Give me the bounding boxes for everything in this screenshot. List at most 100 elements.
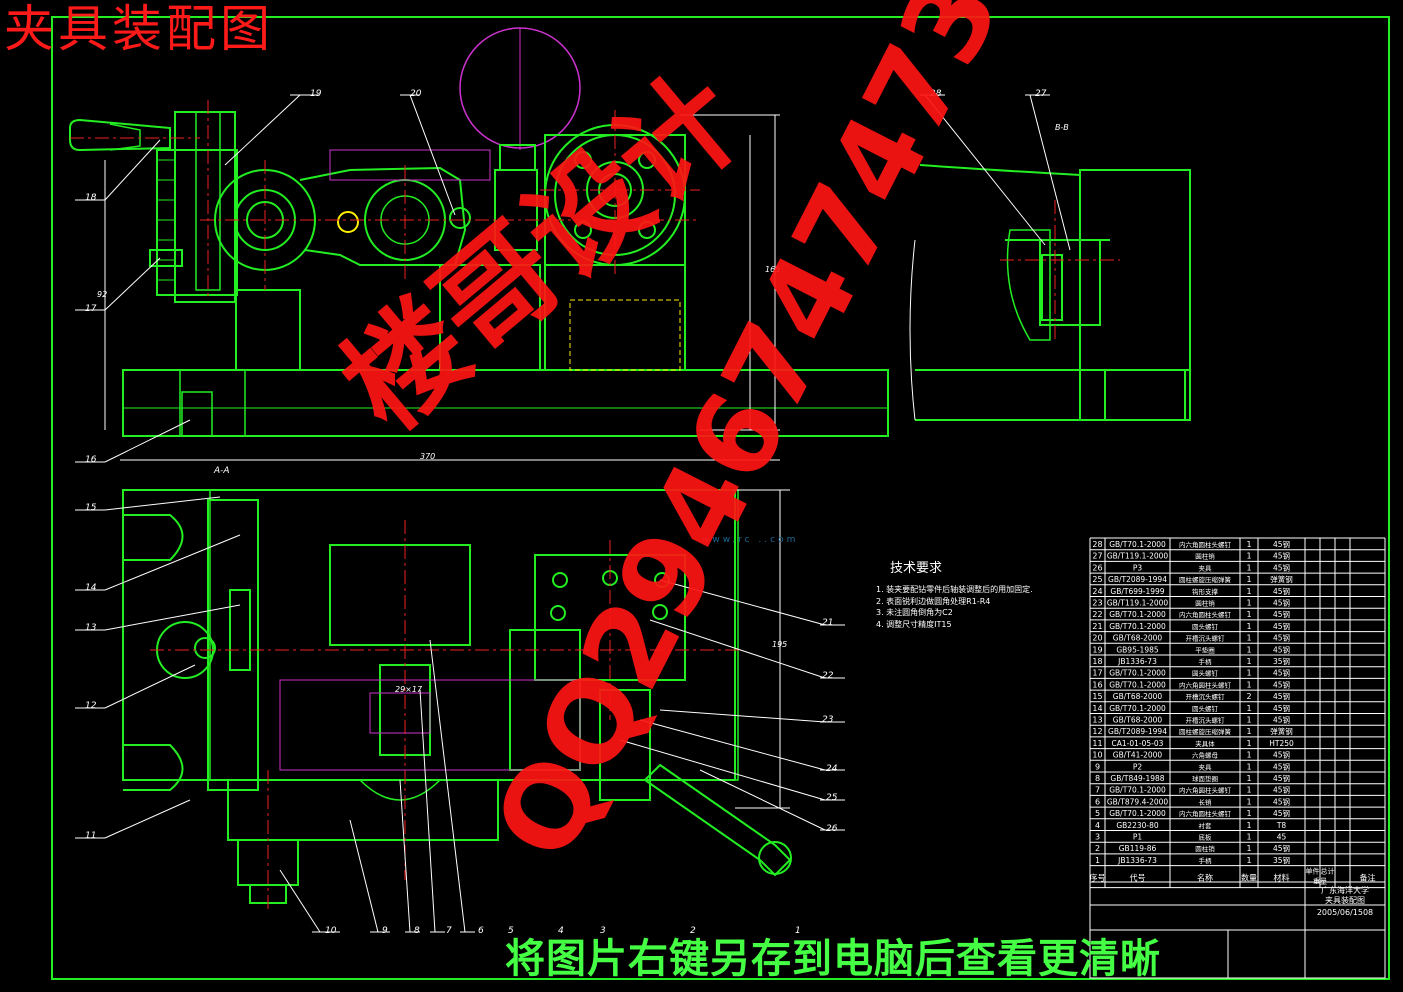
bom-no: 22: [1092, 610, 1102, 619]
bom-no: 23: [1092, 599, 1102, 608]
bom-name: 圆柱螺旋压缩弹簧: [1179, 727, 1232, 736]
bom-code: JB1336-73: [1117, 657, 1157, 666]
callout-13: 13: [85, 623, 97, 633]
bom-no: 25: [1092, 575, 1102, 584]
bom-name: 圆柱销: [1195, 599, 1215, 608]
bom-material: 45钢: [1273, 691, 1290, 701]
bom-name: 底板: [1199, 833, 1213, 842]
section-label-a: A-A: [214, 466, 230, 476]
dim-height-2: 165: [765, 265, 781, 274]
bom-qty: 1: [1246, 540, 1251, 549]
bom-name: 手柄: [1199, 856, 1213, 865]
bom-header-material: 材料: [1274, 873, 1290, 883]
bom-no: 10: [1092, 751, 1102, 760]
title-block: [1089, 881, 1386, 979]
bom-material: 45钢: [1273, 808, 1290, 818]
title-block-school: 广东海洋大学: [1321, 885, 1369, 895]
bom-table-grid: [1089, 537, 1386, 889]
bom-code: GB/T849-1988: [1110, 774, 1164, 783]
callout-23: 23: [822, 715, 834, 725]
bom-name: 长销: [1199, 797, 1213, 806]
bom-code: GB/T119.1-2000: [1107, 552, 1169, 561]
bom-code: GB/T70.1-2000: [1109, 786, 1166, 795]
bom-name: 开槽沉头螺钉: [1186, 634, 1226, 643]
callout-8: 8: [414, 926, 420, 936]
dims-bottom: [735, 489, 790, 809]
bom-qty: 1: [1246, 821, 1251, 830]
bom-name: 平垫圈: [1195, 645, 1215, 654]
tech-requirements-list: 1. 装夹要配钻零件后轴装调整后的用加固定. 2. 表面锐利边做圆角处理R1-R…: [876, 584, 1033, 630]
dim-height-1: 92: [97, 290, 108, 299]
bom-name: 夹具体: [1195, 739, 1215, 748]
bom-material: 45钢: [1273, 633, 1290, 643]
bom-no: 28: [1092, 540, 1102, 549]
bom-no: 27: [1092, 552, 1102, 561]
bom-no: 12: [1092, 727, 1102, 736]
bom-name: 圆头螺钉: [1192, 704, 1219, 713]
callout-21: 21: [822, 618, 834, 628]
bom-code: GB95-1985: [1116, 645, 1159, 654]
title-block-drawing-name: 夹具装配图: [1325, 895, 1365, 905]
bom-material: 45钢: [1273, 785, 1290, 795]
dim-height-3: 195: [772, 640, 788, 649]
bom-qty: 1: [1246, 657, 1251, 666]
bom-name: 夹具: [1199, 563, 1213, 572]
dims-top: [104, 114, 780, 461]
bom-no: 3: [1095, 833, 1100, 842]
bom-name: 衬套: [1199, 821, 1213, 830]
bom-code: GB/T70.1-2000: [1109, 669, 1166, 678]
title-block-number: 2005/06/1508: [1317, 908, 1373, 917]
bom-material: 45钢: [1273, 843, 1290, 853]
bom-code: GB/T70.1-2000: [1109, 809, 1166, 818]
drawing-title: 夹具装配图: [4, 0, 274, 58]
bom-code: GB/T119.1-2000: [1107, 599, 1169, 608]
bom-qty: 1: [1246, 634, 1251, 643]
bom-material: 45钢: [1273, 609, 1290, 619]
bom-material: 45钢: [1273, 668, 1290, 678]
bom-qty: 1: [1246, 762, 1251, 771]
bottom-view: [122, 489, 792, 904]
callout-12: 12: [85, 701, 97, 711]
bom-code: GB/T68-2000: [1113, 716, 1163, 725]
bom-name: 手柄: [1199, 657, 1213, 666]
callout-9: 9: [382, 926, 388, 936]
bom-code: GB/T879.4-2000: [1107, 797, 1169, 806]
bom-no: 8: [1095, 774, 1100, 783]
bom-code: GB/T68-2000: [1113, 692, 1163, 701]
bom-name: 圆柱销: [1195, 552, 1215, 561]
callout-16: 16: [85, 455, 97, 465]
bom-name: 开槽沉头螺钉: [1186, 716, 1226, 725]
bom-material: 弹簧钢: [1270, 574, 1293, 584]
bom-code: GB2230-80: [1116, 821, 1159, 830]
bom-code: GB/T70.1-2000: [1109, 540, 1166, 549]
bom-no: 2: [1095, 844, 1100, 853]
bom-material: 45钢: [1273, 715, 1290, 725]
drawing-border: [51, 16, 1390, 980]
bom-no: 15: [1092, 692, 1102, 701]
bom-name: 开槽沉头螺钉: [1186, 692, 1226, 701]
callout-2: 2: [690, 926, 696, 936]
bom-code: GB/T70.1-2000: [1109, 610, 1166, 619]
bom-code: P1: [1133, 833, 1143, 842]
bom-material: 45钢: [1273, 679, 1290, 689]
bom-header-unit-weight: 单件: [1306, 867, 1320, 876]
bom-qty: 1: [1246, 833, 1251, 842]
bom-qty: 1: [1246, 669, 1251, 678]
detail-view: [909, 164, 1191, 421]
watermark-bottom: 将图片右键另存到电脑后查看更清晰: [505, 936, 1161, 982]
bom-code: GB/T699-1999: [1110, 587, 1164, 596]
callout-6: 6: [478, 926, 484, 936]
bom-material: 45钢: [1273, 539, 1290, 549]
leader-lines: [75, 94, 1071, 933]
section-label-b: B-B: [1055, 123, 1069, 132]
bom-header-total-weight: 总计: [1321, 867, 1335, 876]
bom-qty: 1: [1246, 610, 1251, 619]
callout-3: 3: [600, 926, 606, 936]
bom-header-no: 序号: [1090, 873, 1106, 883]
bom-qty: 1: [1246, 716, 1251, 725]
callout-11: 11: [85, 831, 97, 841]
callout-22: 22: [822, 671, 834, 681]
bom-code: GB/T41-2000: [1113, 751, 1163, 760]
bom-code: JB1336-73: [1117, 856, 1157, 865]
callout-1: 1: [795, 926, 801, 936]
